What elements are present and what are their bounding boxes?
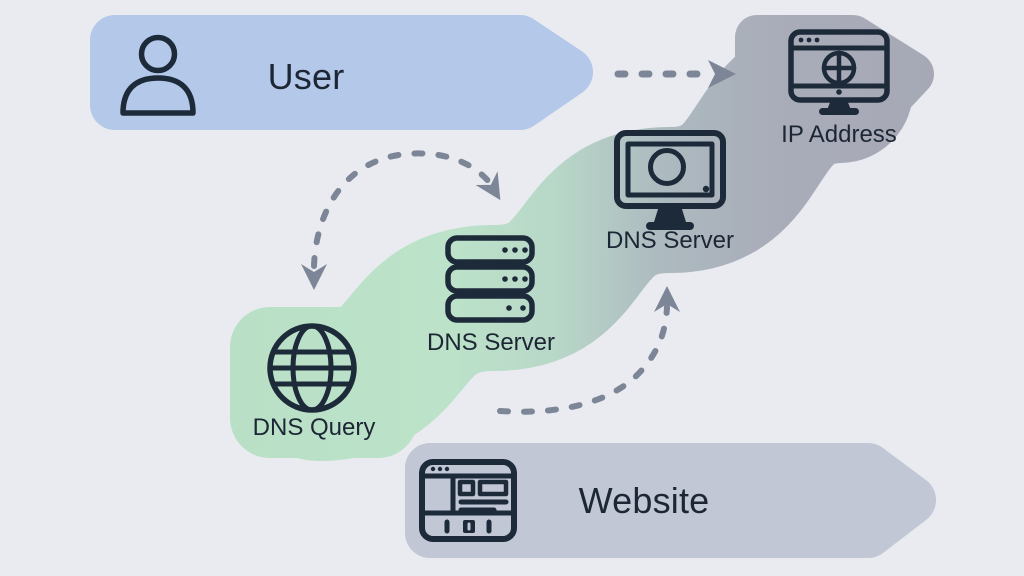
person-icon — [120, 34, 196, 116]
user-banner — [90, 15, 593, 130]
user-label: User — [267, 56, 345, 97]
arrowhead-up-icon — [654, 286, 680, 312]
monitor-icon — [614, 130, 726, 230]
arrowhead-right-icon — [708, 60, 736, 88]
arrow-user-to-ip — [614, 60, 736, 88]
dns-server-local-label: DNS Server — [426, 329, 556, 356]
website-label: Website — [578, 480, 710, 521]
arrow-arc-right — [497, 286, 680, 415]
browser-window-icon — [419, 459, 517, 542]
arrowhead-down-right-icon — [475, 171, 501, 201]
server-stack-icon — [445, 235, 535, 323]
globe-icon — [267, 323, 357, 413]
browser-monitor-icon — [788, 29, 890, 115]
website-banner — [405, 443, 936, 558]
dns-server-remote-label: DNS Server — [605, 227, 735, 254]
arrowhead-down-icon — [301, 264, 327, 290]
ip-address-label: IP Address — [781, 121, 897, 148]
arrow-arc-left — [301, 150, 501, 290]
dns-query-label: DNS Query — [252, 414, 376, 441]
